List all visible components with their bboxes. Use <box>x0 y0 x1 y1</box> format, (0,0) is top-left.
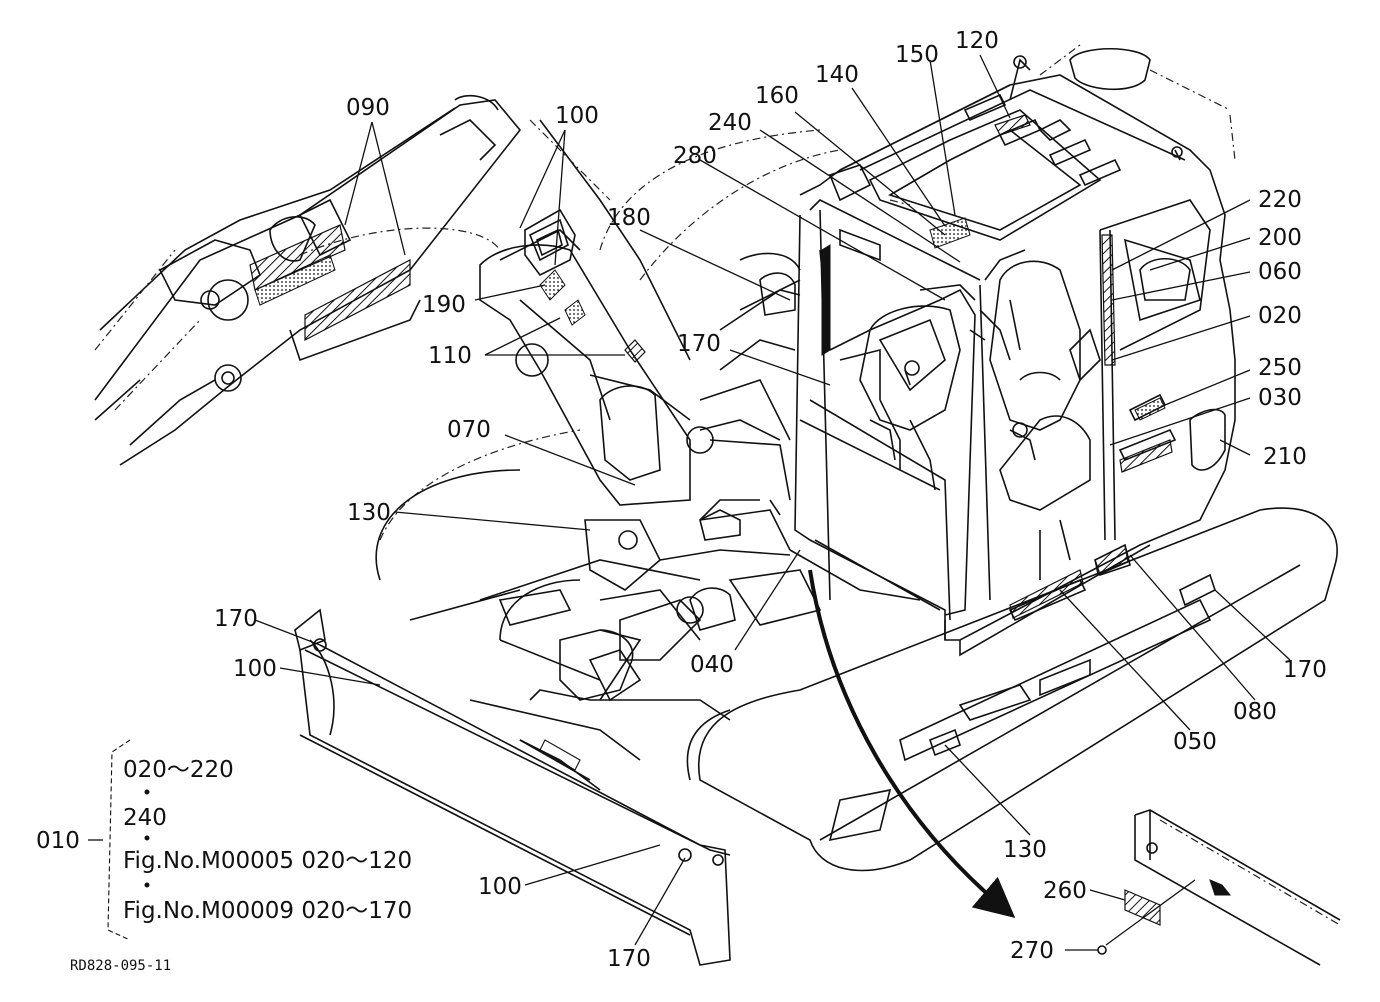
assembly-id: 010 <box>36 828 80 854</box>
excavator-linework <box>94 44 1341 966</box>
callout-160: 160 <box>755 83 799 109</box>
assembly-line-3: Fig.No.M00005 020～120 <box>123 848 412 874</box>
decal-110-upper <box>564 299 586 326</box>
assembly-line-4: Fig.No.M00009 020～170 <box>123 898 412 924</box>
decal-090-upper-dots <box>254 254 336 306</box>
rear-body <box>599 129 841 541</box>
callout-130-left: 130 <box>347 500 391 526</box>
dozer-blade <box>294 599 731 966</box>
drawing-reference: RD828-095-11 <box>70 958 171 974</box>
decal-080 <box>1094 544 1129 576</box>
assembly-bullet-1 <box>144 789 150 795</box>
rivet-270 <box>1097 945 1107 955</box>
callout-060: 060 <box>1258 259 1302 285</box>
callout-170-cab: 170 <box>677 331 721 357</box>
callout-190: 190 <box>422 292 466 318</box>
callout-090: 090 <box>346 95 390 121</box>
swing-arrow <box>808 569 1016 918</box>
callout-220: 220 <box>1258 187 1302 213</box>
callout-170-blade-right: 170 <box>607 946 651 972</box>
decal-090-upper <box>249 224 346 291</box>
callout-120: 120 <box>955 28 999 54</box>
outline-dashes <box>889 44 1236 206</box>
callout-130-track: 130 <box>1003 837 1047 863</box>
callout-250: 250 <box>1258 355 1302 381</box>
undercarriage <box>375 429 1338 872</box>
callout-040: 040 <box>690 652 734 678</box>
decal-150 <box>994 114 1031 136</box>
callout-100-blade-right: 100 <box>478 874 522 900</box>
callout-240: 240 <box>708 110 752 136</box>
decal-050 <box>1009 569 1084 619</box>
callout-100-top: 100 <box>555 103 599 129</box>
callout-080: 080 <box>1233 699 1277 725</box>
callout-070: 070 <box>447 417 491 443</box>
decal-110-lower <box>624 339 646 363</box>
callout-020: 020 <box>1258 303 1302 329</box>
callout-100-blade-left: 100 <box>233 656 277 682</box>
cab <box>794 47 1236 657</box>
assembly-line-2: 240 <box>123 805 167 831</box>
decal-140 <box>929 217 971 249</box>
callout-200: 200 <box>1258 225 1302 251</box>
decal-250 <box>1134 397 1166 421</box>
decal-210 <box>1119 439 1173 473</box>
assembly-bullet-3 <box>144 882 150 888</box>
callout-280: 280 <box>673 143 717 169</box>
decal-260 <box>1124 889 1161 926</box>
assembly-bullet-2 <box>144 835 150 841</box>
callout-180: 180 <box>607 205 651 231</box>
boom-arm <box>94 94 522 466</box>
callout-140: 140 <box>815 62 859 88</box>
leader-lines <box>254 54 1291 951</box>
callout-labels: 090 100 150 120 140 160 240 280 180 190 … <box>214 28 1327 972</box>
callout-210: 210 <box>1263 444 1307 470</box>
callout-030: 030 <box>1258 385 1302 411</box>
callout-170-rear: 170 <box>1283 657 1327 683</box>
work-lamp <box>524 208 576 277</box>
assembly-note: 010 020～220 240 Fig.No.M00005 020～120 Fi… <box>36 739 412 941</box>
callout-270: 270 <box>1010 938 1054 964</box>
callout-170-blade-left: 170 <box>214 606 258 632</box>
detail-inset <box>1134 809 1341 966</box>
callout-260: 260 <box>1043 878 1087 904</box>
decal-190 <box>539 269 566 301</box>
callout-110: 110 <box>428 343 472 369</box>
callout-150: 150 <box>895 42 939 68</box>
decals <box>249 114 1173 955</box>
decal-220 <box>1101 234 1116 366</box>
decal-090-lower <box>304 259 411 341</box>
cab-interior <box>839 260 1101 511</box>
assembly-line-1: 020～220 <box>123 757 234 783</box>
callout-050: 050 <box>1173 729 1217 755</box>
